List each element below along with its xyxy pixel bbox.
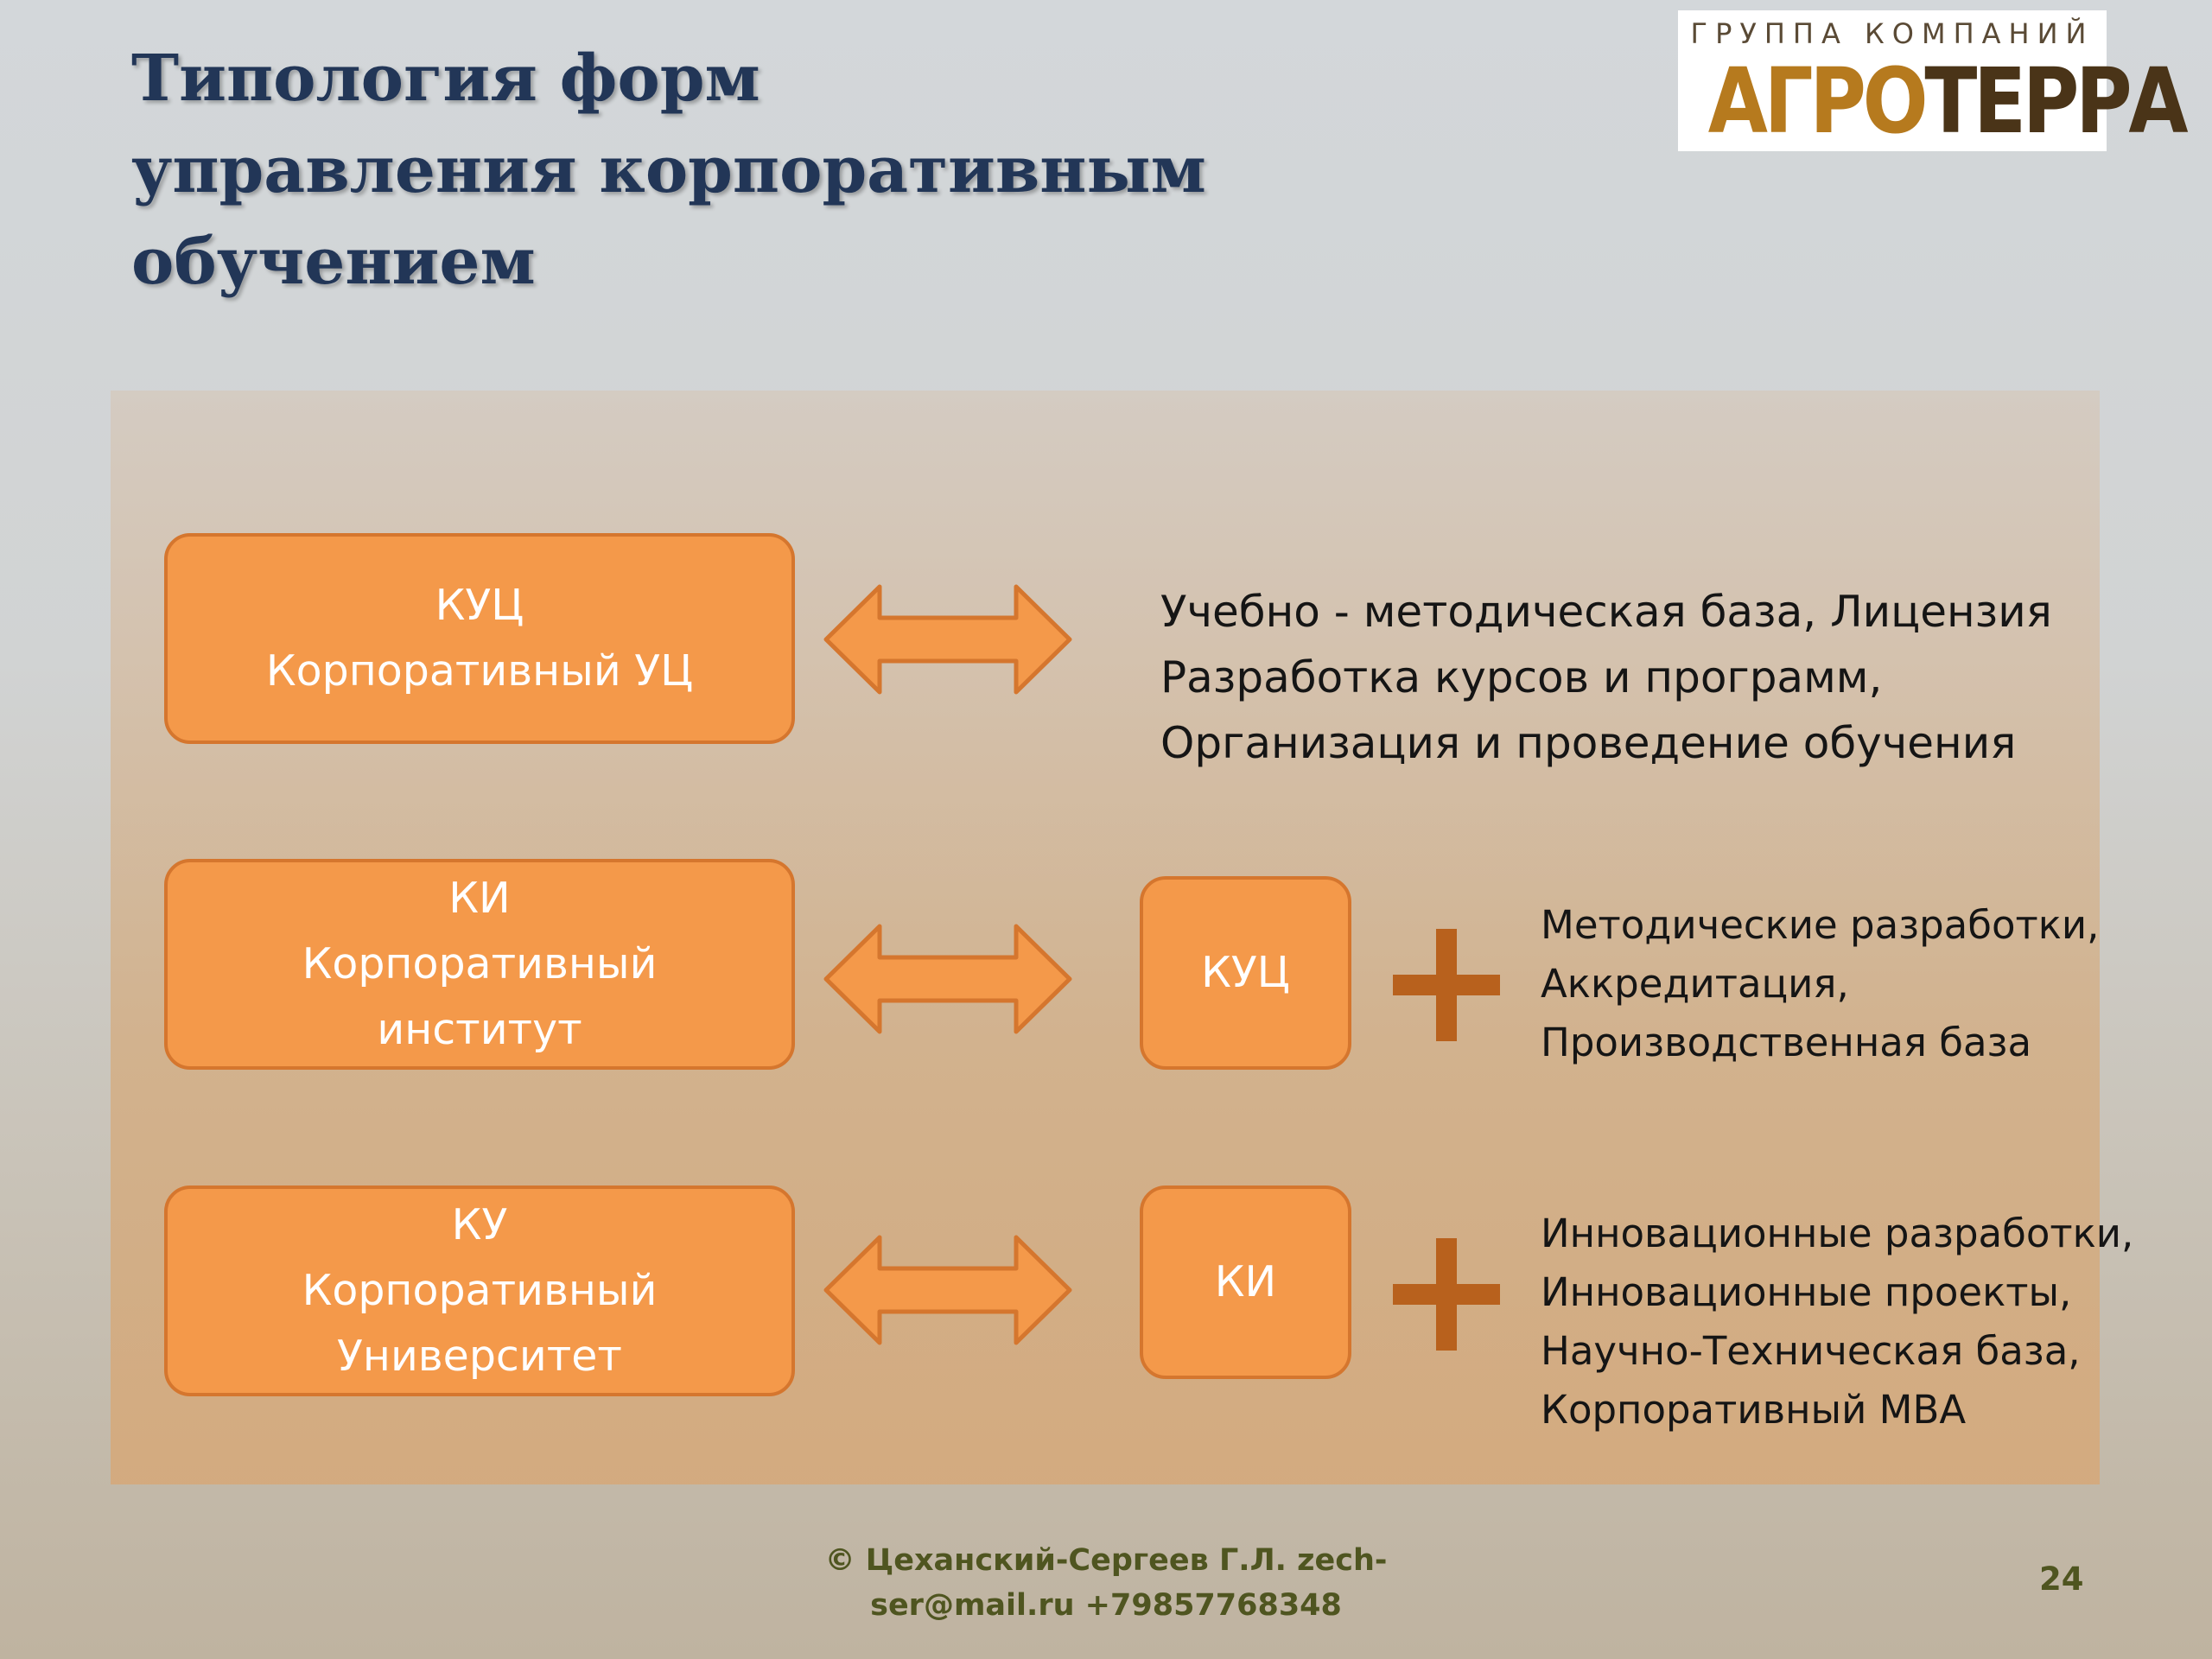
ki-box-line-2: Корпоративный	[302, 939, 658, 988]
plus-icon	[1393, 929, 1500, 1041]
title-line-2: управления корпоративным обучением	[131, 133, 1206, 299]
footer-copyright: © Цеханский-Сергеев Г.Л. zech- ser@mail.…	[804, 1538, 1408, 1628]
double-arrow-icon	[823, 584, 1072, 695]
ku-box-line-3: Университет	[337, 1332, 622, 1381]
ki-base-label: КИ	[1214, 1257, 1277, 1306]
ki-box-line-1: КИ	[448, 874, 511, 923]
kuc-base-box: КУЦ	[1140, 876, 1351, 1070]
kuc-box: КУЦ Корпоративный УЦ	[164, 533, 795, 744]
kuc-box-line-2: Корпоративный УЦ	[265, 646, 694, 696]
logo-brand: АГРОТЕРРА	[1708, 54, 2189, 149]
description-line: Корпоративный MBA	[1541, 1387, 1967, 1433]
description-line: Разработка курсов и программ,	[1160, 652, 1883, 702]
plus-icon	[1393, 1238, 1500, 1351]
ki-box: КИ Корпоративный институт	[164, 859, 795, 1070]
ki-base-box: КИ	[1140, 1185, 1351, 1379]
description-line: Методические разработки,	[1541, 902, 2100, 948]
page-number: 24	[2039, 1560, 2084, 1598]
title-line-1: Типология форм	[131, 41, 760, 116]
description-line: Производственная база	[1541, 1020, 2032, 1065]
description-line: Инновационные проекты,	[1541, 1269, 2072, 1315]
double-arrow-icon	[823, 924, 1072, 1034]
description-line: Аккредитация,	[1541, 961, 1849, 1007]
kuc-base-label: КУЦ	[1201, 948, 1290, 997]
logo-brand-part-2: ТЕРРА	[1924, 48, 2188, 154]
description-line: Научно-Техническая база,	[1541, 1328, 2081, 1374]
ku-box: КУ Корпоративный Университет	[164, 1185, 795, 1396]
footer-line-2: ser@mail.ru +79857768348	[870, 1588, 1342, 1623]
ku-box-line-2: Корпоративный	[302, 1266, 658, 1315]
double-arrow-icon	[823, 1235, 1072, 1345]
logo-brand-part-1: АГРО	[1707, 48, 1929, 154]
page-title: Типология форм управления корпоративным …	[131, 33, 1600, 308]
kuc-description: Учебно - методическая база, Лицензия Раз…	[1160, 579, 2052, 776]
logo-top-text: ГРУППА КОМПАНИЙ	[1690, 17, 2094, 50]
kuc-box-line-1: КУЦ	[435, 581, 524, 630]
company-logo: ГРУППА КОМПАНИЙ АГРОТЕРРА	[1678, 10, 2189, 151]
footer-line-1: © Цеханский-Сергеев Г.Л. zech-	[824, 1543, 1388, 1578]
ku-description: Инновационные разработки, Инновационные …	[1541, 1205, 2133, 1440]
ki-box-line-3: институт	[377, 1005, 582, 1054]
ki-description: Методические разработки, Аккредитация, П…	[1541, 896, 2099, 1072]
description-line: Инновационные разработки,	[1541, 1211, 2134, 1256]
description-line: Организация и проведение обучения	[1160, 718, 2017, 768]
ku-box-line-1: КУ	[451, 1200, 508, 1249]
description-line: Учебно - методическая база, Лицензия	[1160, 587, 2052, 637]
